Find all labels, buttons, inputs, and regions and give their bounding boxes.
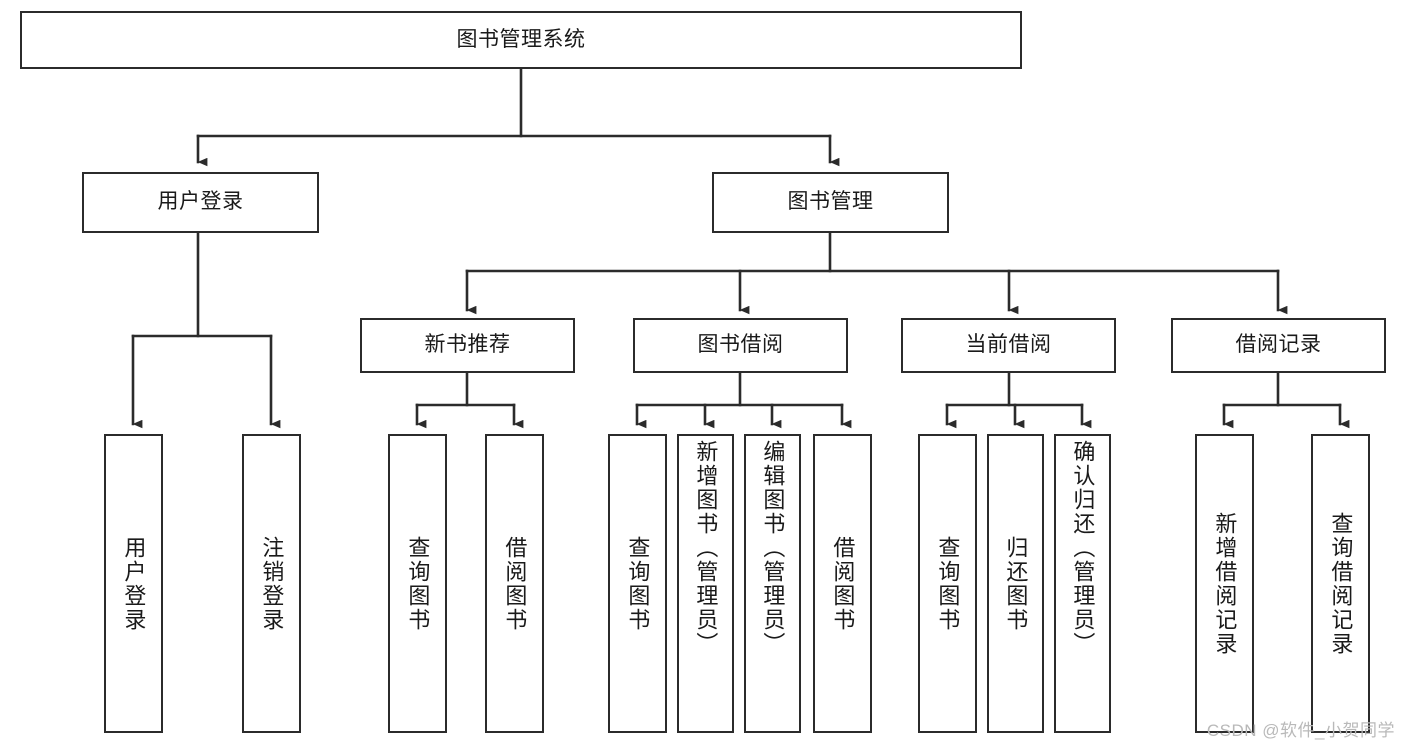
node-leaf-query-borrow-record[interactable]: 查询借阅记录 xyxy=(1311,434,1370,733)
node-label: 借阅图书 xyxy=(502,535,528,632)
node-leaf-user-login[interactable]: 用户登录 xyxy=(104,434,163,733)
node-current-borrow[interactable]: 当前借阅 xyxy=(901,318,1116,373)
node-leaf-add-book-admin[interactable]: 新增图书（管理员） xyxy=(677,434,734,733)
node-leaf-confirm-return-admin[interactable]: 确认归还（管理员） xyxy=(1054,434,1111,733)
node-label: 图书管理 xyxy=(787,190,874,214)
node-label: 查询图书 xyxy=(935,535,961,632)
node-new-book-recommend[interactable]: 新书推荐 xyxy=(360,318,575,373)
node-label: 编辑图书（管理员） xyxy=(760,440,786,656)
node-label: 归还图书 xyxy=(1003,535,1029,632)
node-leaf-query-book-current[interactable]: 查询图书 xyxy=(918,434,977,733)
csdn-watermark: CSDN @软件_小贺同学 xyxy=(1206,721,1395,740)
node-leaf-query-book-borrow[interactable]: 查询图书 xyxy=(608,434,667,733)
node-root-book-management-system[interactable]: 图书管理系统 xyxy=(20,11,1022,69)
node-label: 借阅图书 xyxy=(830,535,856,632)
node-borrow-record[interactable]: 借阅记录 xyxy=(1171,318,1386,373)
node-label: 当前借阅 xyxy=(965,333,1052,357)
node-label: 查询借阅记录 xyxy=(1328,511,1354,656)
node-label: 用户登录 xyxy=(157,190,244,214)
node-label: 用户登录 xyxy=(121,535,147,632)
node-label: 确认归还（管理员） xyxy=(1070,440,1096,656)
node-leaf-query-book-new[interactable]: 查询图书 xyxy=(388,434,447,733)
node-label: 图书借阅 xyxy=(697,333,784,357)
node-label: 注销登录 xyxy=(259,535,285,632)
node-leaf-add-borrow-record[interactable]: 新增借阅记录 xyxy=(1195,434,1254,733)
node-leaf-return-book[interactable]: 归还图书 xyxy=(987,434,1044,733)
node-label: 新增借阅记录 xyxy=(1212,511,1238,656)
node-book-management[interactable]: 图书管理 xyxy=(712,172,949,233)
node-label: 查询图书 xyxy=(405,535,431,632)
node-label: 新增图书（管理员） xyxy=(693,440,719,656)
node-leaf-edit-book-admin[interactable]: 编辑图书（管理员） xyxy=(744,434,801,733)
node-leaf-logout-login[interactable]: 注销登录 xyxy=(242,434,301,733)
node-label: 借阅记录 xyxy=(1235,333,1322,357)
node-label: 查询图书 xyxy=(625,535,651,632)
node-user-login[interactable]: 用户登录 xyxy=(82,172,319,233)
node-leaf-borrow-book-new[interactable]: 借阅图书 xyxy=(485,434,544,733)
node-label: 新书推荐 xyxy=(424,333,511,357)
node-label: 图书管理系统 xyxy=(456,27,586,51)
node-book-borrow[interactable]: 图书借阅 xyxy=(633,318,848,373)
node-leaf-borrow-book-borrow[interactable]: 借阅图书 xyxy=(813,434,872,733)
